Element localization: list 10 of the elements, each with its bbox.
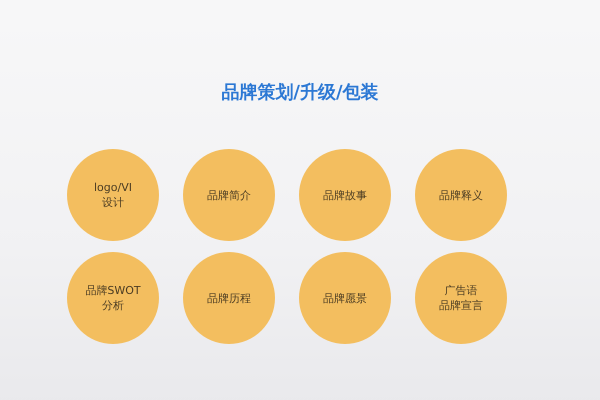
node-label: logo/VI设计: [93, 180, 133, 210]
node-label: 品牌SWOT分析: [84, 283, 142, 313]
diagram-title: 品牌策划/升级/包装: [221, 82, 379, 103]
node-label: 品牌历程: [207, 290, 251, 306]
node-label: 品牌愿景: [323, 290, 367, 306]
node-label: 广告语: [444, 283, 478, 298]
node-label: 品牌简介: [207, 188, 251, 202]
node-label: 品牌故事: [323, 188, 367, 202]
node-label: 品牌释义: [439, 188, 483, 202]
node-label: 品牌宣言: [439, 298, 483, 313]
